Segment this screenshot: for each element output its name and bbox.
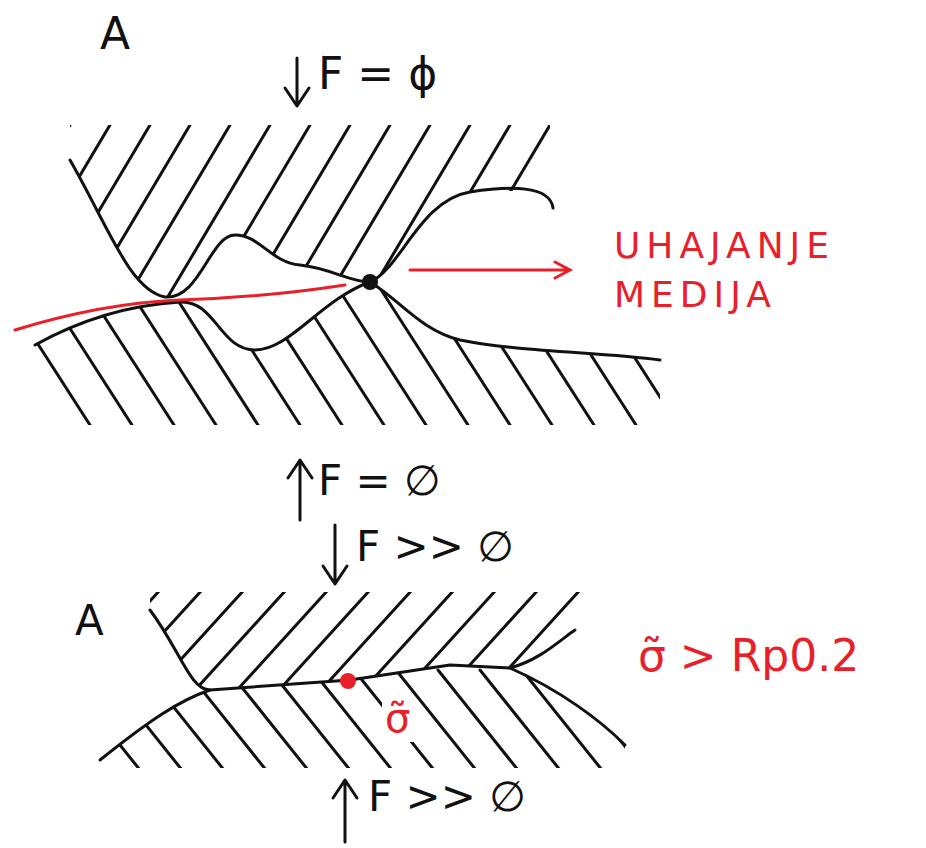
- contact-point: [362, 274, 378, 290]
- leak-arrow: [410, 262, 570, 278]
- force-arrow: [285, 58, 309, 106]
- view-label: A: [75, 596, 104, 646]
- hatch-line: [84, 285, 174, 425]
- hatch-line: [102, 590, 202, 700]
- hatch-line: [144, 590, 244, 700]
- view-label: A: [100, 8, 130, 61]
- hatch-line: [400, 125, 510, 310]
- hatch-line: [440, 125, 550, 310]
- hatch-line: [210, 285, 300, 425]
- hatch-line: [480, 670, 560, 770]
- hatch-line: [294, 285, 384, 425]
- hatch-line: [564, 670, 644, 770]
- hatch-line: [480, 125, 590, 310]
- surface-outline: [100, 690, 210, 760]
- hatch-line: [522, 670, 602, 770]
- hatch-line: [378, 285, 468, 425]
- surface-outline: [510, 668, 625, 745]
- hatching: [60, 590, 706, 700]
- stress-condition: σ̃ > Rp0.2: [638, 630, 859, 683]
- hatch-line: [0, 125, 110, 310]
- hatch-line: [354, 590, 454, 700]
- surface-outline: [70, 160, 553, 297]
- hatch-line: [0, 125, 70, 310]
- hatch-line: [360, 125, 470, 310]
- hatch-line: [462, 285, 552, 425]
- leakage-note: UHAJANJE MEDIJA: [614, 222, 914, 319]
- hatch-line: [144, 670, 224, 770]
- hatch-line: [396, 590, 496, 700]
- hatch-line: [606, 670, 686, 770]
- hatch-line: [312, 590, 412, 700]
- force-label: F >> ∅: [368, 772, 526, 822]
- hatch-line: [520, 125, 630, 310]
- hatch-line: [60, 590, 160, 700]
- surface-outline: [150, 610, 575, 690]
- force-label: F = ϕ: [318, 48, 437, 101]
- hatch-line: [522, 590, 622, 700]
- hatch-line: [186, 590, 286, 700]
- hatching: [60, 670, 686, 770]
- stress-symbol: σ̃: [382, 694, 413, 742]
- force-arrow: [333, 780, 357, 842]
- hatch-line: [0, 285, 90, 425]
- hatch-line: [438, 590, 538, 700]
- force-arrow: [323, 525, 347, 584]
- leak-path: [15, 285, 345, 330]
- force-label: F >> ∅: [356, 522, 514, 572]
- hatch-line: [60, 670, 140, 770]
- hatch-line: [336, 285, 426, 425]
- hatch-line: [438, 670, 518, 770]
- hatch-line: [312, 670, 392, 770]
- hatch-line: [354, 670, 434, 770]
- surface-outline: [35, 282, 660, 360]
- stress-point: [340, 673, 356, 689]
- hatch-line: [168, 285, 258, 425]
- hatch-line: [420, 285, 510, 425]
- force-label: F = ∅: [318, 456, 441, 506]
- hatch-line: [102, 670, 182, 770]
- hatch-line: [480, 590, 580, 700]
- force-arrow: [288, 460, 312, 520]
- hatching: [0, 125, 670, 310]
- hatch-line: [504, 285, 594, 425]
